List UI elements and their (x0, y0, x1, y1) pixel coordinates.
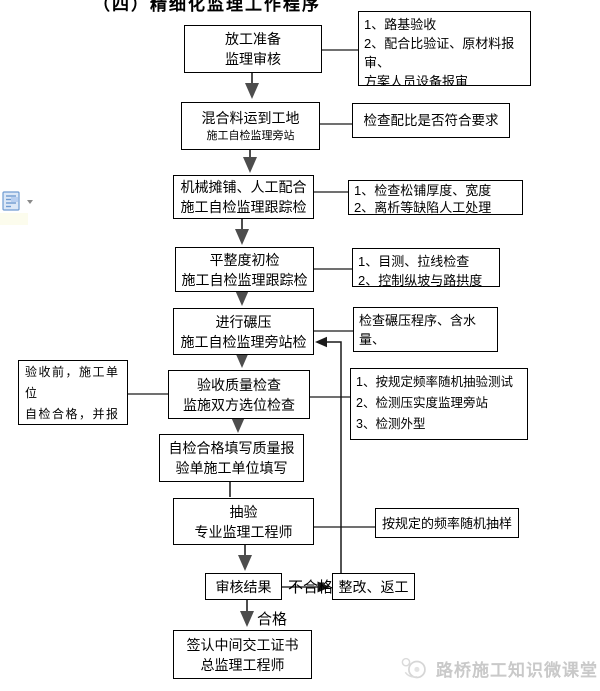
flow-box-line: 整改、返工 (338, 578, 409, 595)
flow-box-line: 施工自检监理跟踪检 (180, 199, 307, 215)
note-line: 检查碾压程序、含水量、 (359, 313, 477, 347)
note-box-preparation-items: 1、路基验收 2、配合比验证、原材料报审、 方案人员设备报审 3、测量放样复核 (358, 11, 531, 86)
note-line: 验收前，施工单位 (25, 365, 120, 400)
paste-options-button[interactable] (2, 191, 36, 213)
note-line: 2、配合比验证、原材料报审、 (364, 36, 515, 70)
flow-box-line: 放工准备 (225, 31, 281, 47)
flow-box-spot-sampling: 抽验 专业监理工程师 (173, 498, 314, 545)
flow-box-line: 审核结果 (215, 578, 272, 595)
flow-box-line: 签认中间交工证书 (186, 636, 299, 653)
flow-box-flatness-check: 平整度初检 施工自检监理跟踪检 (175, 247, 314, 292)
note-box-paving-checks: 1、检查松铺厚度、宽度 2、离析等缺陷人工处理 (348, 180, 523, 215)
note-line: 1、路基验收 (364, 17, 437, 32)
note-line: 按规定的频率随机抽样 (381, 515, 512, 531)
flow-box-quality-acceptance: 验收质量检查 监施双方选位检查 (168, 370, 310, 419)
flow-box-line: 平整度初检 (209, 251, 280, 268)
flow-box-line: 监理审核 (225, 51, 281, 67)
flow-box-sign-certificate: 签认中间交工证书 总监理工程师 (173, 630, 312, 679)
note-line: 2、离析等缺陷人工处理 (354, 200, 492, 215)
note-line: 平整度、标高、横坡 (359, 349, 492, 351)
flow-box-mixture-arrival: 混合料运到工地 施工自检监理旁站 (181, 102, 320, 150)
note-box-random-sampling: 按规定的频率随机抽样 (375, 508, 519, 538)
note-line: 1、检查松铺厚度、宽度 (354, 183, 492, 198)
flow-box-line: 总监理工程师 (200, 656, 285, 673)
flow-box-review-result: 审核结果 (205, 573, 282, 600)
flow-box-rework: 整改、返工 (332, 573, 415, 600)
flow-box-rolling: 进行碾压 施工自检监理旁站检 (173, 308, 314, 355)
flow-box-quality-report-form: 自检合格填写质量报 验单施工单位填写 (159, 434, 304, 482)
watermark-text: 路桥施工知识微课堂 (436, 660, 598, 680)
flow-box-line: 进行碾压 (215, 313, 272, 330)
note-box-flatness-checks: 1、目测、拉线检查 2、控制纵坡与路拱度 (352, 248, 500, 287)
note-line: 1、目测、拉线检查 (358, 254, 470, 269)
flow-box-line: 混合料运到工地 (201, 110, 300, 126)
watermark: 路桥施工知识微课堂 (398, 648, 598, 688)
note-line: 2、检测压实度监理旁站 (356, 396, 488, 410)
note-box-pre-acceptance: 验收前，施工单位 自检合格，并报相 关资料及试验资料 (18, 360, 128, 425)
flow-box-line: 验单施工单位填写 (175, 460, 288, 476)
flow-box-line: 专业监理工程师 (194, 523, 293, 540)
flow-box-subline: 施工自检监理旁站 (206, 130, 295, 142)
note-line: 1、按规定频率随机抽验测试 (356, 375, 513, 389)
label-fail: 不合格 (288, 579, 334, 596)
flow-box-line: 机械摊铺、人工配合 (180, 179, 307, 195)
note-box-acceptance-checks: 1、按规定频率随机抽验测试 2、检测压实度监理旁站 3、检测外型 (350, 368, 528, 440)
watermark-logo-icon (401, 657, 426, 679)
label-pass: 合格 (257, 611, 288, 628)
flow-box-line: 验收质量检查 (197, 376, 281, 393)
note-line: 自检合格，并报相 (25, 407, 120, 421)
highlight-artifact (0, 213, 28, 225)
flow-box-preparation: 放工准备 监理审核 (184, 25, 322, 73)
note-line: 3、检测外型 (356, 417, 426, 431)
flow-box-line: 施工自检监理跟踪检 (181, 271, 308, 288)
flow-box-line: 施工自检监理旁站检 (180, 333, 307, 350)
note-line: 方案人员设备报审 (364, 74, 469, 86)
flow-box-line: 抽验 (229, 503, 258, 520)
note-line: 2、控制纵坡与路拱度 (358, 273, 483, 287)
note-line: 检查配比是否符合要求 (363, 113, 499, 128)
page-title: （四）精细化监理工作程序 (93, 0, 321, 14)
arrow-rework-feedback-to-rolling (315, 336, 342, 573)
chevron-down-icon (27, 200, 33, 204)
note-box-rolling-checks: 检查碾压程序、含水量、 平整度、标高、横坡 (353, 307, 498, 352)
flow-box-paving: 机械摊铺、人工配合 施工自检监理跟踪检 (173, 175, 314, 219)
flow-box-line: 自检合格填写质量报 (168, 440, 295, 456)
note-box-mix-ratio-check: 检查配比是否符合要求 (352, 103, 510, 138)
paste-icon (2, 191, 33, 211)
flow-box-line: 监施双方选位检查 (183, 396, 295, 413)
